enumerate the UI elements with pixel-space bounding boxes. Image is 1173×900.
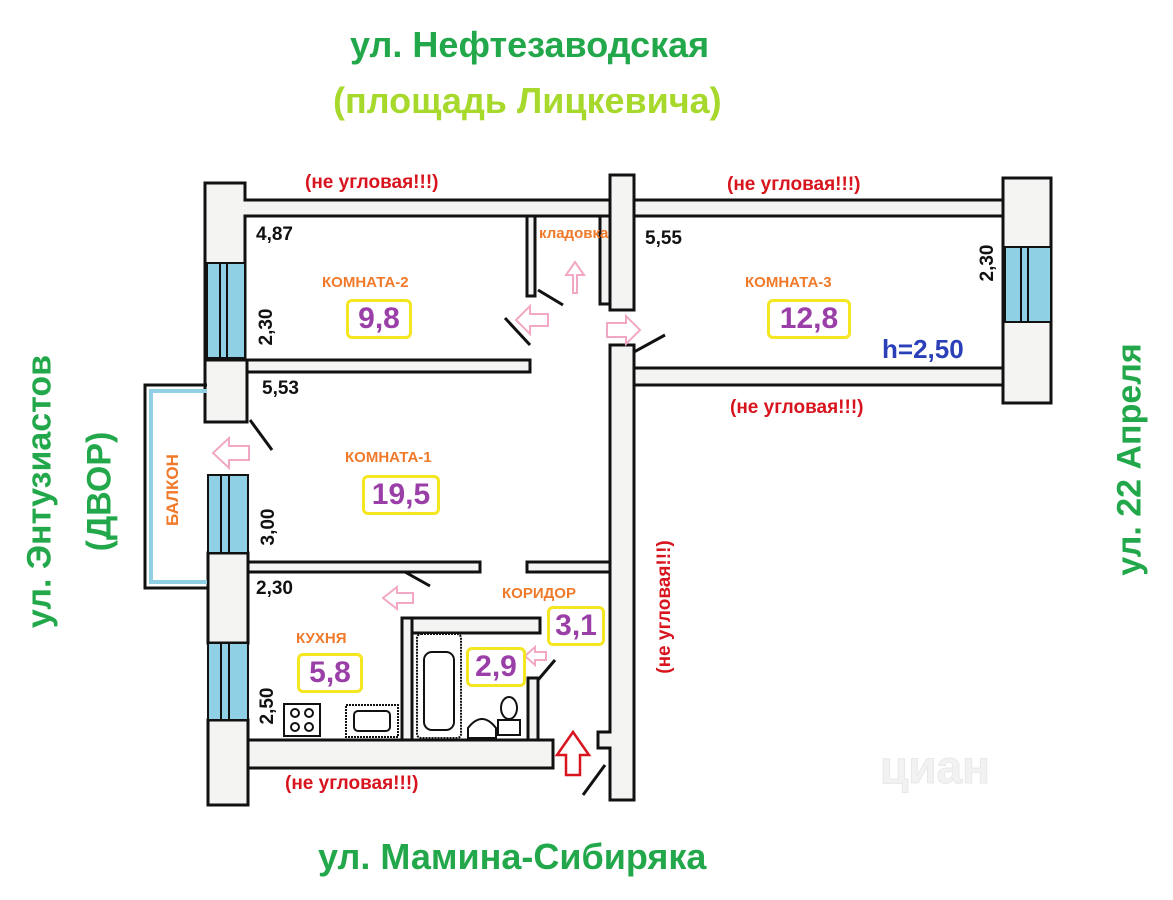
room3-length: 5,55: [645, 228, 682, 249]
arrow-room3-icon: [606, 313, 642, 347]
street-south: ул. Мамина-Сибиряка: [318, 836, 707, 877]
not-corner-top-right: (не угловая!!!): [727, 174, 861, 195]
arrow-entrance-icon: [554, 729, 592, 777]
door-kitchen: [404, 570, 431, 588]
room3-area: 12,8: [767, 299, 851, 339]
corridor-label: КОРИДОР: [502, 585, 576, 602]
room1-label: КОМНАТА-1: [345, 449, 432, 466]
kitchen-label: КУХНЯ: [296, 630, 347, 647]
arrow-room2-icon: [514, 303, 549, 337]
room2-label: КОМНАТА-2: [322, 274, 409, 291]
wall-left-lower: [206, 718, 250, 807]
not-corner-top-left: (не угловая!!!): [305, 172, 439, 193]
wall-top-right: [632, 198, 1005, 218]
wall-storage-right: [598, 214, 612, 306]
room3-label: КОМНАТА-3: [745, 274, 832, 291]
room3-width: 2,30: [977, 244, 998, 282]
wall-left-upper: [203, 358, 249, 424]
wall-bottom: [246, 738, 555, 770]
balcony-outline: [143, 383, 207, 590]
kitchen-area: 5,8: [297, 653, 363, 693]
wall-bath-left: [400, 616, 414, 742]
door-room2: [503, 316, 532, 347]
not-corner-room3-bottom: (не угловая!!!): [730, 397, 864, 418]
wall-room3-bottom: [632, 366, 1005, 387]
street-east: ул. 22 Апреля: [1110, 343, 1149, 576]
wall-bath-right: [526, 676, 540, 742]
wall-room1-bottom: [246, 560, 482, 574]
wall-left-middle: [206, 551, 250, 645]
washbasin-icon: [467, 718, 497, 739]
street-north-sub: (площадь Лицкевича): [333, 80, 722, 121]
street-north: ул. Нефтезаводская: [350, 24, 710, 65]
wall-room2-bottom: [245, 358, 532, 374]
wall-storage-left: [525, 214, 537, 298]
door-room3: [633, 333, 666, 354]
toilet-icon: [497, 719, 521, 736]
room2-area: 9,8: [346, 299, 412, 339]
arrow-balcony-icon: [211, 435, 250, 471]
not-corner-bottom: (не угловая!!!): [285, 773, 419, 794]
kitchen-width: 2,50: [257, 687, 278, 725]
not-corner-corridor: (не угловая!!!): [654, 540, 675, 674]
room1-length: 5,53: [262, 378, 299, 399]
corridor-area: 3,1: [547, 606, 605, 646]
room2-length: 4,87: [256, 224, 293, 245]
storage-label: кладовка: [539, 225, 609, 242]
wall-room1-bottom-right: [525, 560, 612, 574]
wall-corridor-right: [596, 343, 636, 802]
door-bath: [536, 659, 557, 681]
door-entrance: [581, 764, 607, 796]
door-balcony: [248, 419, 274, 451]
arrow-bath-icon: [523, 644, 547, 668]
ceiling-height: h=2,50: [882, 334, 964, 364]
wall-center-pillar: [608, 173, 636, 312]
room1-area: 19,5: [362, 475, 440, 515]
wall-bath-top: [400, 616, 542, 635]
kitchen-length: 2,30: [256, 578, 293, 599]
bathroom-area: 2,9: [466, 647, 526, 687]
street-west: ул. Энтузиастов: [20, 354, 59, 629]
room2-width: 2,30: [256, 308, 277, 346]
stove-icon: [283, 703, 321, 737]
watermark-logo: циан: [880, 741, 991, 794]
room1-width: 3,00: [258, 508, 279, 546]
street-west-sub: (ДВОР): [80, 431, 119, 552]
balcony-label: БАЛКОН: [163, 454, 182, 526]
arrow-kitchen-icon: [381, 584, 414, 612]
door-storage: [537, 288, 564, 307]
arrow-storage-icon: [564, 260, 586, 294]
